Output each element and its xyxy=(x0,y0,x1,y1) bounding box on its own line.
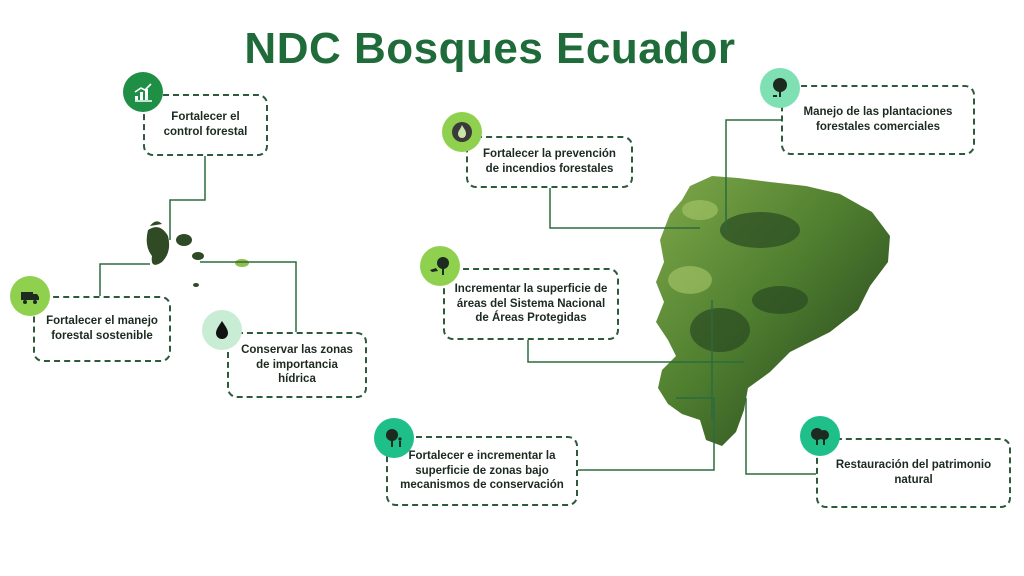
card-manejo-sostenible: Fortalecer el manejo forestal sostenible xyxy=(33,296,171,362)
card-label: Restauración del patrimonio natural xyxy=(835,459,992,486)
map-texture xyxy=(690,212,808,352)
card-control-forestal: Fortalecer el control forestal xyxy=(143,94,268,156)
card-areas-protegidas: Incrementar la superficie de áreas del S… xyxy=(443,268,619,340)
card-label: Conservar las zonas de importancia hídri… xyxy=(241,343,353,386)
card-incendios: Fortalecer la prevención de incendios fo… xyxy=(466,136,633,188)
galapagos-islands xyxy=(146,221,249,287)
card-label: Fortalecer el manejo forestal sostenible xyxy=(46,315,158,342)
tree-animals-icon xyxy=(420,246,460,286)
card-zonas-hidricas: Conservar las zonas de importancia hídri… xyxy=(227,332,367,398)
pollution-chart-icon xyxy=(123,72,163,112)
card-label: Fortalecer e incrementar la superficie d… xyxy=(400,449,564,492)
page-title: NDC Bosques Ecuador xyxy=(244,24,736,73)
card-restauracion: Restauración del patrimonio natural xyxy=(816,438,1011,508)
card-mecanismos-conservacion: Fortalecer e incrementar la superficie d… xyxy=(386,436,578,506)
card-plantaciones: Manejo de las plantaciones forestales co… xyxy=(781,85,975,155)
card-label: Fortalecer la prevención de incendios fo… xyxy=(483,148,616,175)
water-drop-icon xyxy=(202,310,242,350)
card-label: Manejo de las plantaciones forestales co… xyxy=(803,106,953,133)
forest-icon xyxy=(800,416,840,456)
tree-cut-icon xyxy=(760,68,800,108)
fire-icon xyxy=(442,112,482,152)
tree-person-icon xyxy=(374,418,414,458)
truck-logging-icon xyxy=(10,276,50,316)
connector-lines xyxy=(99,119,818,475)
card-label: Incrementar la superficie de áreas del S… xyxy=(454,282,608,325)
card-label: Fortalecer el control forestal xyxy=(163,111,248,138)
